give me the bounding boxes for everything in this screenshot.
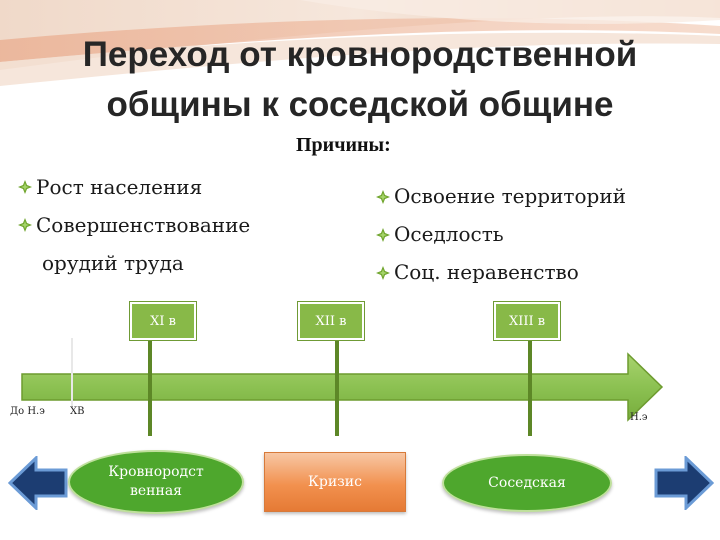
green-diamond-bullet-icon (376, 254, 394, 292)
reason-item: Совершенствование (18, 206, 318, 244)
next-arrow-icon[interactable] (654, 456, 714, 510)
stage-tribal-community[interactable]: Кровнородст венная (68, 450, 244, 514)
reason-text: Рост населения (36, 175, 203, 199)
reason-text: Оседлость (394, 222, 504, 246)
stage-crisis[interactable]: Кризис (264, 452, 406, 512)
reason-text: Совершенствование (36, 213, 251, 237)
reason-text: Соц. неравенство (394, 260, 579, 284)
green-diamond-bullet-icon (18, 168, 36, 206)
era-start-label: До Н.э (10, 406, 45, 417)
reason-item: Оседлость (376, 216, 696, 254)
green-diamond-bullet-icon (18, 206, 36, 244)
century-box-xiii: XIII в (494, 302, 560, 340)
reason-item: Рост населения (18, 168, 318, 206)
reason-text: орудий труда (42, 251, 184, 275)
reason-item: Соц. неравенство (376, 254, 696, 292)
slide-title: Переход от кровнородственной общины к со… (20, 30, 700, 130)
reasons-right-list: Освоение территорий Оседлость Соц. нерав… (376, 178, 696, 292)
century-box-xi: XI в (130, 302, 196, 340)
reason-continuation: орудий труда (18, 244, 318, 282)
tenth-century-label: XВ (70, 406, 85, 417)
reasons-heading: Причины: (296, 134, 391, 156)
stage-neighbor-label: Соседская (488, 474, 566, 491)
reason-item: Освоение территорий (376, 178, 696, 216)
stage-neighbor-community[interactable]: Соседская (442, 454, 612, 512)
timeline-body (21, 352, 664, 422)
title-line-2: общины к соседской общине (106, 85, 614, 124)
stage-tribal-line-1: Кровнородст (108, 464, 204, 480)
green-diamond-bullet-icon (376, 178, 394, 216)
prev-arrow-icon[interactable] (8, 456, 68, 510)
century-box-xii: XII в (298, 302, 364, 340)
era-end-label: Н.э (630, 412, 648, 423)
reasons-left-list: Рост населения Совершенствование орудий … (18, 168, 318, 282)
background-swoosh (0, 0, 720, 130)
timeline-arrow (21, 338, 664, 436)
stage-tribal-line-2: венная (129, 483, 182, 499)
reason-text: Освоение территорий (394, 184, 626, 208)
green-diamond-bullet-icon (376, 216, 394, 254)
title-line-1: Переход от кровнородственной (82, 35, 638, 74)
